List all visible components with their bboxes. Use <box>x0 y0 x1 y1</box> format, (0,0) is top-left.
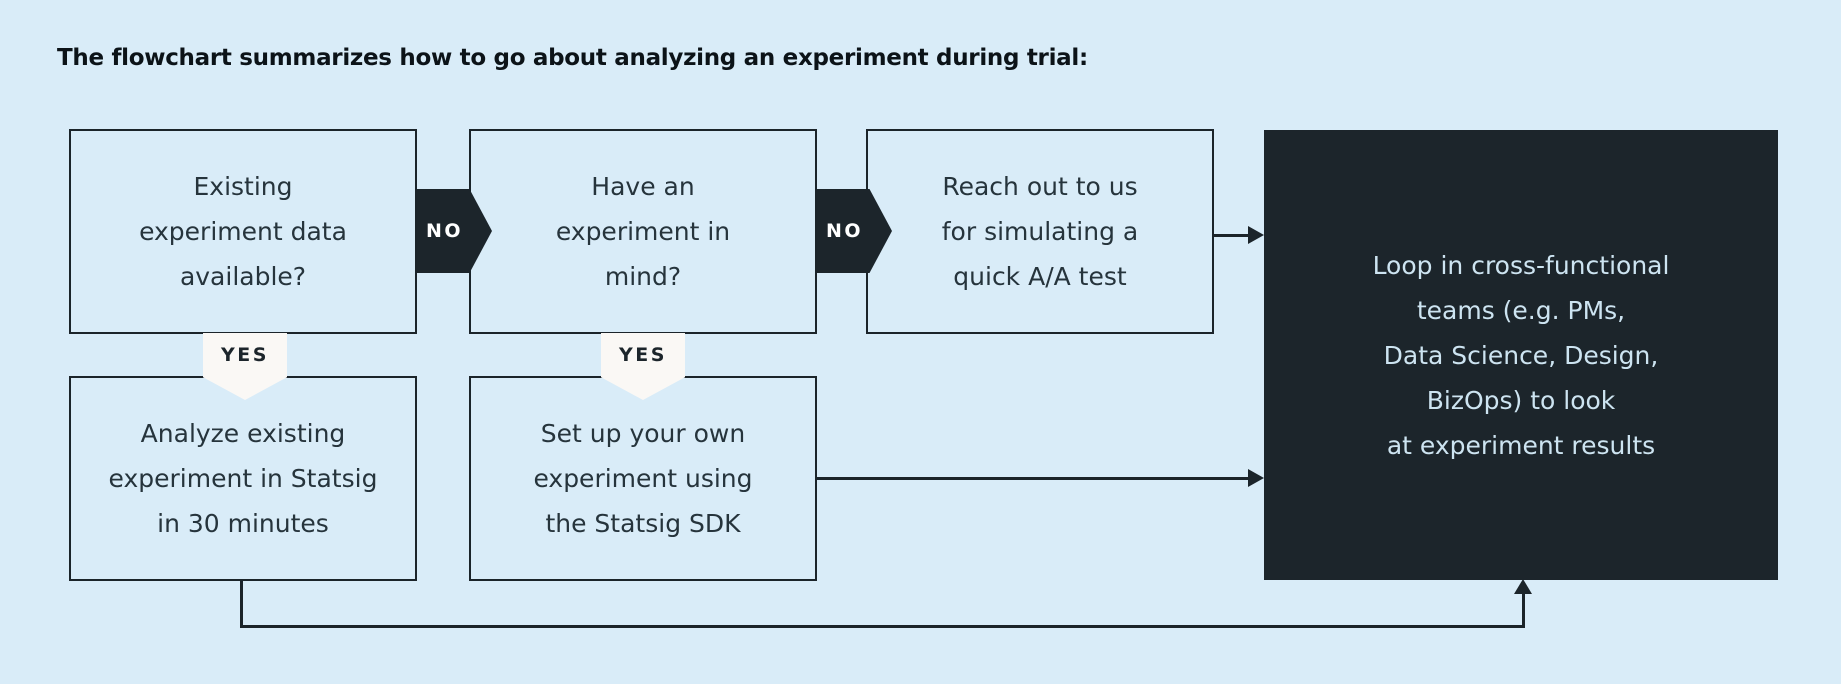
node-text-line: experiment in <box>555 217 731 246</box>
node-text-line: for simulating a <box>941 217 1139 246</box>
node-text-line: available? <box>179 262 307 291</box>
node-text-line: BizOps) to look <box>1426 385 1616 415</box>
node-text-line: Analyze existing <box>140 419 346 448</box>
node-text-line: Reach out to us <box>942 172 1138 201</box>
arrowhead-up-icon <box>1514 579 1532 594</box>
connector-analyze-to-loop-horizontal-segment <box>240 625 1525 628</box>
node-text-line: the Statsig SDK <box>545 509 741 538</box>
node-loop-in-teams: Loop in cross-functional teams (e.g. PMs… <box>1264 130 1778 580</box>
node-text-line: Have an <box>591 172 695 201</box>
no-tag-label: NO <box>825 220 864 242</box>
node-text-line: at experiment results <box>1386 430 1656 460</box>
node-existing-data: Existing experiment data available? <box>69 129 417 334</box>
node-reach-out: Reach out to us for simulating a quick A… <box>866 129 1214 334</box>
no-tag-label: NO <box>425 220 464 242</box>
node-analyze-existing: Analyze existing experiment in Statsig i… <box>69 376 417 581</box>
connector-analyze-to-loop-rise-segment <box>1522 593 1525 628</box>
node-text-line: Existing <box>193 172 293 201</box>
node-have-experiment: Have an experiment in mind? <box>469 129 817 334</box>
yes-tag-label: YES <box>221 343 269 366</box>
node-text-line: Data Science, Design, <box>1383 340 1659 370</box>
arrowhead-right-icon <box>1248 469 1264 487</box>
node-text-line: mind? <box>604 262 682 291</box>
arrowhead-right-icon <box>1248 226 1264 244</box>
node-text-line: Loop in cross-functional <box>1372 250 1670 280</box>
connector-setupsdk-to-loop-line <box>817 477 1248 480</box>
node-text-line: Set up your own <box>540 419 746 448</box>
node-text-line: quick A/A test <box>953 262 1127 291</box>
node-text-line: teams (e.g. PMs, <box>1416 295 1626 325</box>
node-text-line: experiment data <box>139 217 347 246</box>
page-title: The flowchart summarizes how to go about… <box>57 45 1088 71</box>
node-text-line: experiment using <box>533 464 753 493</box>
yes-tag-label: YES <box>619 343 667 366</box>
node-text-line: experiment in Statsig <box>108 464 378 493</box>
node-text-line: in 30 minutes <box>157 509 329 538</box>
connector-reachout-to-loop-line <box>1214 234 1250 237</box>
connector-analyze-to-loop-vertical-segment <box>240 581 243 628</box>
node-setup-sdk: Set up your own experiment using the Sta… <box>469 376 817 581</box>
